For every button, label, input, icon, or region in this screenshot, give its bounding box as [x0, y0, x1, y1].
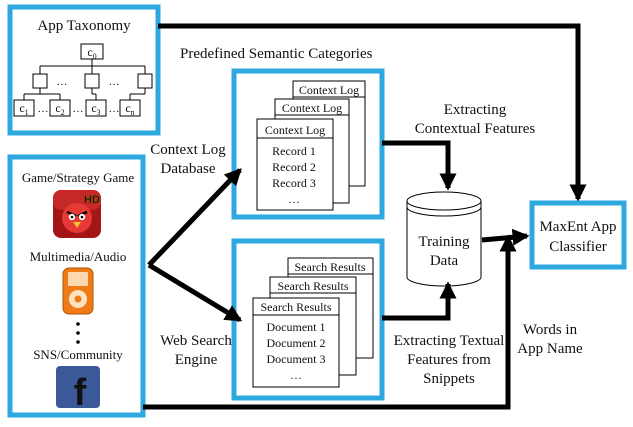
document-item: Document 2 [267, 336, 326, 350]
taxonomy-inner-nodes [32, 73, 153, 89]
taxonomy-ellipsis: … [109, 76, 120, 88]
context-log-database-label: Context Log [150, 142, 226, 158]
context-log-panel: Context Log Context Log Context Log Reco… [231, 68, 385, 220]
document-ellipsis: … [290, 368, 302, 382]
taxonomy-ellipsis: … [38, 103, 49, 115]
svg-text:Context Log: Context Log [265, 123, 325, 137]
svg-text:c3: c3 [91, 101, 100, 117]
taxonomy-ellipsis: … [109, 103, 120, 115]
document-item: Document 1 [267, 320, 326, 334]
search-results-panel: Search Results Search Results Search Res… [231, 238, 385, 401]
record-ellipsis: … [288, 192, 300, 206]
extracting-textual-features-label: Snippets [423, 371, 475, 387]
taxonomy-leaf-node: c2 [49, 99, 71, 117]
apps-to-search-arrow [147, 262, 243, 323]
taxonomy-leaf-node: c1 [13, 99, 35, 117]
svg-text:c2: c2 [55, 101, 64, 117]
context-log-card-front: Context Log Record 1 Record 2 Record 3 … [256, 118, 334, 211]
svg-text:Search Results: Search Results [278, 279, 349, 293]
training-data-cylinder: Training Data [406, 191, 482, 287]
apps-panel: Game/Strategy Game HD Multimedia/Audio [7, 154, 146, 418]
context-log-database-label: Database [161, 161, 216, 177]
search-to-training-arrow [382, 281, 457, 321]
taxonomy-to-classifier-arrow [158, 23, 587, 202]
app-name-words-arrow [143, 234, 517, 410]
taxonomy-tree [23, 59, 146, 100]
ipod-icon [62, 267, 94, 315]
document-item: Document 3 [267, 352, 326, 366]
extracting-textual-features-label: Extracting Textual [394, 333, 505, 349]
maxent-classifier-box: MaxEnt App Classifier [529, 200, 627, 270]
training-data-label: Data [430, 253, 459, 269]
extracting-contextual-features-label: Contextual Features [415, 121, 536, 137]
facebook-letter: f [74, 372, 87, 414]
taxonomy-leaf-node: c3 [85, 99, 107, 117]
app-category-label: Multimedia/Audio [30, 249, 127, 264]
record-item: Record 1 [272, 144, 316, 158]
context-log-to-training-arrow [382, 140, 457, 191]
classifier-label: MaxEnt App [539, 219, 616, 235]
app-category-label: SNS/Community [33, 347, 123, 362]
apps-to-context-log-arrow [147, 168, 242, 267]
training-data-label: Training [418, 234, 470, 250]
web-search-engine-label: Web Search [160, 333, 232, 349]
words-in-app-name-label: Words in [523, 322, 578, 338]
svg-text:Search Results: Search Results [295, 260, 366, 274]
app-category-label: Game/Strategy Game [22, 170, 134, 185]
svg-text:Context Log: Context Log [299, 83, 359, 97]
training-to-classifier-arrow [481, 228, 530, 246]
extracting-textual-features-label: Features from [407, 352, 491, 368]
svg-text:Context Log: Context Log [282, 101, 342, 115]
hd-badge: HD [84, 194, 100, 206]
facebook-icon: f [56, 366, 100, 414]
taxonomy-ellipsis: … [57, 76, 68, 88]
svg-text:c1: c1 [19, 101, 28, 117]
record-item: Record 3 [272, 176, 316, 190]
taxonomy-root-node: c0 [80, 43, 104, 61]
words-in-app-name-label: App Name [517, 341, 583, 357]
search-results-card-front: Search Results Document 1 Document 2 Doc… [252, 297, 340, 388]
app-taxonomy-panel: App Taxonomy c0 … … [7, 4, 161, 136]
taxonomy-leaf-node: cn [119, 99, 141, 117]
taxonomy-ellipsis: … [73, 103, 84, 115]
predefined-categories-label: Predefined Semantic Categories [180, 46, 373, 62]
svg-text:cn: cn [125, 101, 134, 117]
extracting-contextual-features-label: Extracting [444, 102, 507, 118]
record-item: Record 2 [272, 160, 316, 174]
angry-birds-hd-icon: HD [53, 190, 101, 238]
web-search-engine-label: Engine [175, 352, 218, 368]
vertical-ellipsis-icon [76, 322, 80, 344]
classifier-label: Classifier [549, 239, 607, 255]
svg-text:c0: c0 [87, 45, 96, 61]
app-taxonomy-title: App Taxonomy [37, 18, 131, 34]
arrows [143, 23, 587, 410]
svg-text:Search Results: Search Results [261, 300, 332, 314]
